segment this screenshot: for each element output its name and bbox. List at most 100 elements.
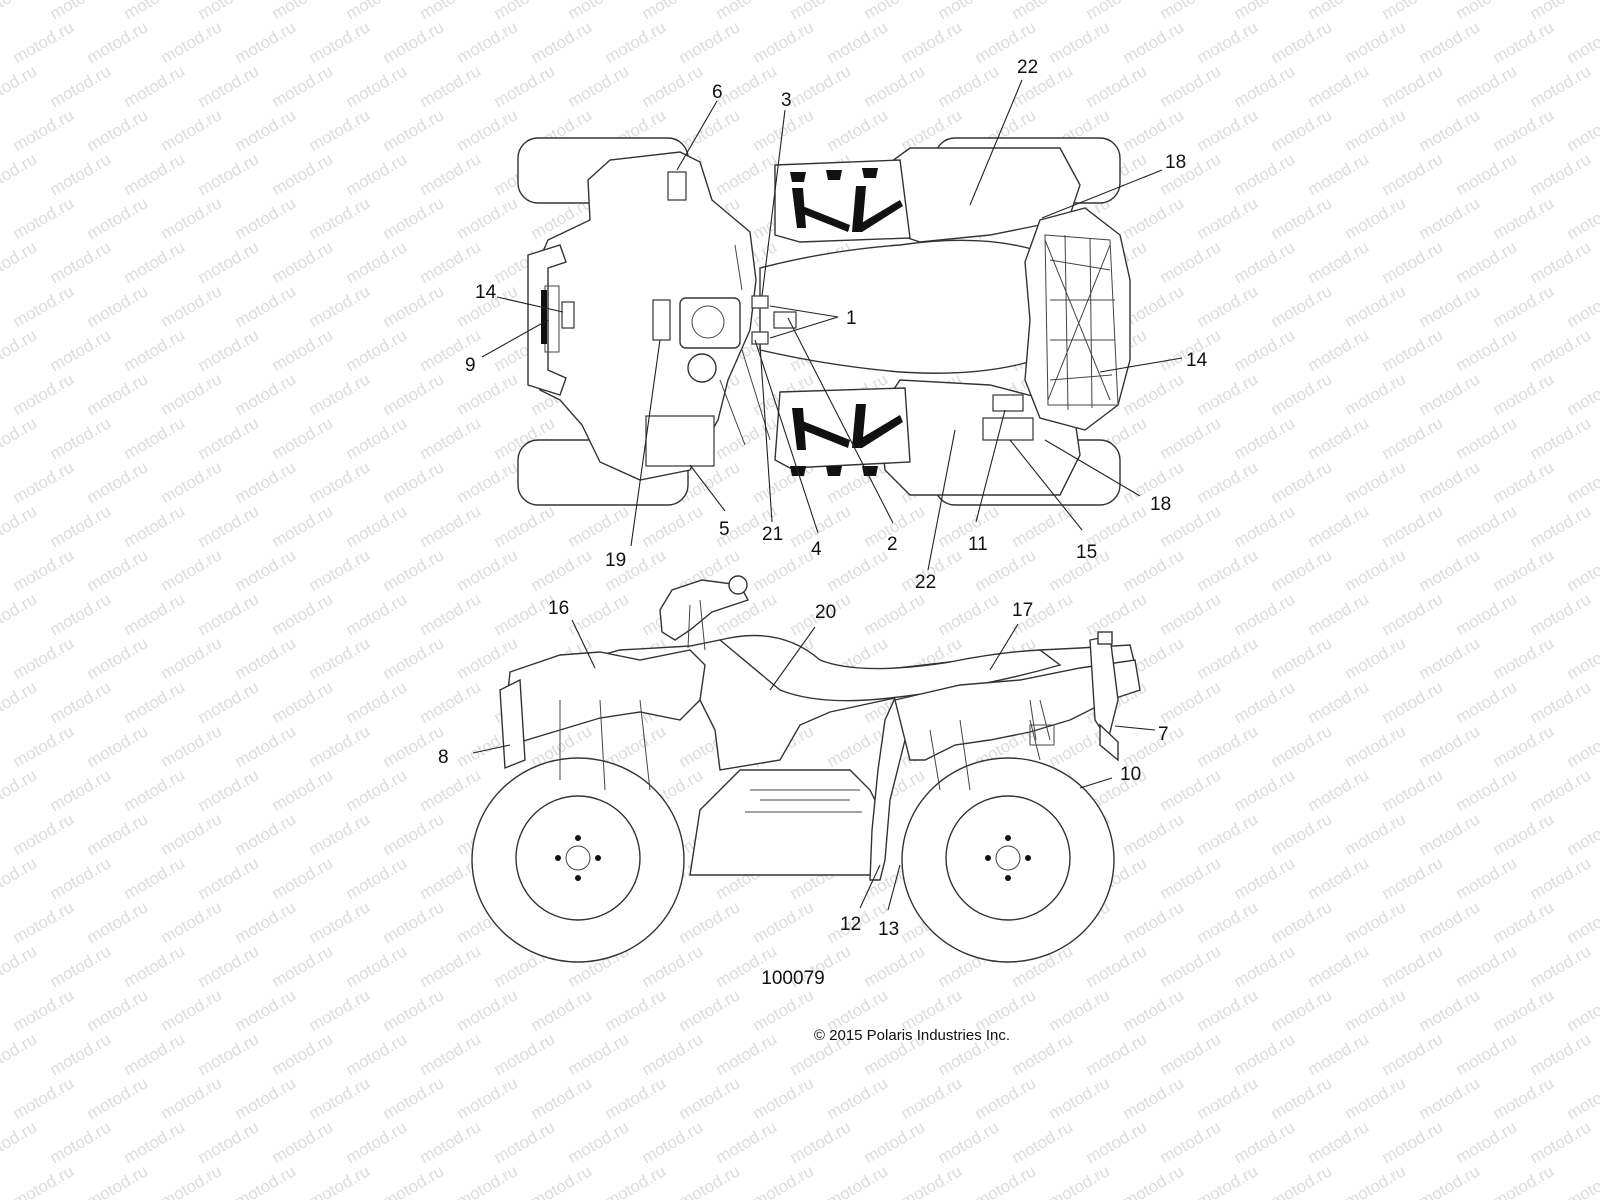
watermark-text: motod.ru	[343, 149, 411, 199]
callout-18-bottom: 18	[1150, 494, 1171, 515]
watermark-text: motod.ru	[195, 237, 263, 287]
watermark-text: motod.ru	[565, 0, 633, 23]
callout-12: 12	[840, 914, 861, 935]
watermark-text: motod.ru	[306, 105, 374, 155]
watermark-text: motod.ru	[1564, 809, 1600, 859]
watermark-text: motod.ru	[1305, 237, 1373, 287]
watermark-text: motod.ru	[1527, 501, 1595, 551]
watermark-text: motod.ru	[1379, 1117, 1447, 1167]
watermark-text: motod.ru	[47, 413, 115, 463]
watermark-text: motod.ru	[1268, 17, 1336, 67]
watermark-text: motod.ru	[713, 61, 781, 111]
watermark-text: motod.ru	[1231, 0, 1299, 23]
watermark-text: motod.ru	[1490, 457, 1558, 507]
watermark-text: motod.ru	[158, 545, 226, 595]
watermark-text: motod.ru	[1231, 765, 1299, 815]
watermark-text: motod.ru	[1564, 985, 1600, 1035]
watermark-text: motod.ru	[1194, 457, 1262, 507]
watermark-text: motod.ru	[1527, 237, 1595, 287]
watermark-text: motod.ru	[1194, 369, 1262, 419]
watermark-text: motod.ru	[1305, 677, 1373, 727]
watermark-text: motod.ru	[47, 149, 115, 199]
watermark-text: motod.ru	[158, 1161, 226, 1200]
watermark-text: motod.ru	[121, 589, 189, 639]
callout-1: 1	[846, 308, 857, 329]
watermark-text: motod.ru	[1268, 1073, 1336, 1123]
watermark-text: motod.ru	[84, 17, 152, 67]
watermark-text: motod.ru	[1527, 1117, 1595, 1167]
watermark-text: motod.ru	[1416, 457, 1484, 507]
watermark-text: motod.ru	[158, 1073, 226, 1123]
watermark-text: motod.ru	[528, 545, 596, 595]
watermark-text: motod.ru	[1231, 677, 1299, 727]
watermark-text: motod.ru	[1305, 149, 1373, 199]
watermark-text: motod.ru	[232, 17, 300, 67]
watermark-text: motod.ru	[1527, 0, 1595, 23]
watermark-text: motod.ru	[750, 1161, 818, 1200]
watermark-text: motod.ru	[972, 1161, 1040, 1200]
watermark-text: motod.ru	[861, 589, 929, 639]
watermark-text: motod.ru	[1157, 589, 1225, 639]
watermark-text: motod.ru	[121, 0, 189, 23]
watermark-text: motod.ru	[1453, 501, 1521, 551]
callout-7: 7	[1158, 724, 1169, 745]
decal-1	[773, 311, 797, 329]
watermark-text: motod.ru	[1194, 545, 1262, 595]
callout-8: 8	[438, 747, 449, 768]
watermark-text: motod.ru	[491, 1029, 559, 1079]
watermark-text: motod.ru	[0, 149, 40, 199]
watermark-text: motod.ru	[84, 457, 152, 507]
watermark-text: motod.ru	[1453, 413, 1521, 463]
watermark-text: motod.ru	[47, 325, 115, 375]
watermark-text: motod.ru	[306, 1073, 374, 1123]
watermark-text: motod.ru	[1268, 545, 1336, 595]
watermark-text: motod.ru	[639, 1117, 707, 1167]
watermark-text: motod.ru	[0, 677, 40, 727]
watermark-text: motod.ru	[1120, 369, 1188, 419]
watermark-text: motod.ru	[10, 369, 78, 419]
watermark-text: motod.ru	[1083, 1117, 1151, 1167]
watermark-text: motod.ru	[1490, 809, 1558, 859]
watermark-text: motod.ru	[10, 545, 78, 595]
watermark-text: motod.ru	[195, 149, 263, 199]
watermark-text: motod.ru	[121, 941, 189, 991]
watermark-text: motod.ru	[417, 765, 485, 815]
watermark-text: motod.ru	[1453, 765, 1521, 815]
watermark-text: motod.ru	[1416, 17, 1484, 67]
watermark-text: motod.ru	[0, 237, 40, 287]
watermark-text: motod.ru	[232, 105, 300, 155]
callout-10: 10	[1120, 764, 1141, 785]
watermark-text: motod.ru	[195, 765, 263, 815]
watermark-text: motod.ru	[602, 17, 670, 67]
watermark-text: motod.ru	[380, 281, 448, 331]
watermark-text: motod.ru	[158, 281, 226, 331]
watermark-text: motod.ru	[1120, 105, 1188, 155]
watermark-text: motod.ru	[10, 1073, 78, 1123]
watermark-text: motod.ru	[454, 17, 522, 67]
watermark-text: motod.ru	[787, 1117, 855, 1167]
callout-9: 9	[465, 355, 476, 376]
watermark-text: motod.ru	[1009, 1029, 1077, 1079]
watermark-text: motod.ru	[713, 0, 781, 23]
watermark-text: motod.ru	[1453, 325, 1521, 375]
copyright-notice: © 2015 Polaris Industries Inc.	[814, 1027, 1010, 1044]
watermark-text: motod.ru	[454, 369, 522, 419]
watermark-text: motod.ru	[861, 941, 929, 991]
watermark-text: motod.ru	[232, 1161, 300, 1200]
watermark-text: motod.ru	[528, 17, 596, 67]
watermark-text: motod.ru	[10, 1161, 78, 1200]
watermark-text: motod.ru	[1490, 985, 1558, 1035]
watermark-text: motod.ru	[380, 193, 448, 243]
watermark-text: motod.ru	[1527, 149, 1595, 199]
watermark-text: motod.ru	[1342, 281, 1410, 331]
watermark-text: motod.ru	[1342, 457, 1410, 507]
watermark-text: motod.ru	[84, 281, 152, 331]
watermark-text: motod.ru	[1527, 413, 1595, 463]
watermark-text: motod.ru	[306, 193, 374, 243]
watermark-text: motod.ru	[824, 17, 892, 67]
watermark-text: motod.ru	[158, 809, 226, 859]
watermark-text: motod.ru	[1157, 677, 1225, 727]
watermark-text: motod.ru	[1342, 1073, 1410, 1123]
watermark-text: motod.ru	[269, 677, 337, 727]
watermark-text: motod.ru	[417, 941, 485, 991]
